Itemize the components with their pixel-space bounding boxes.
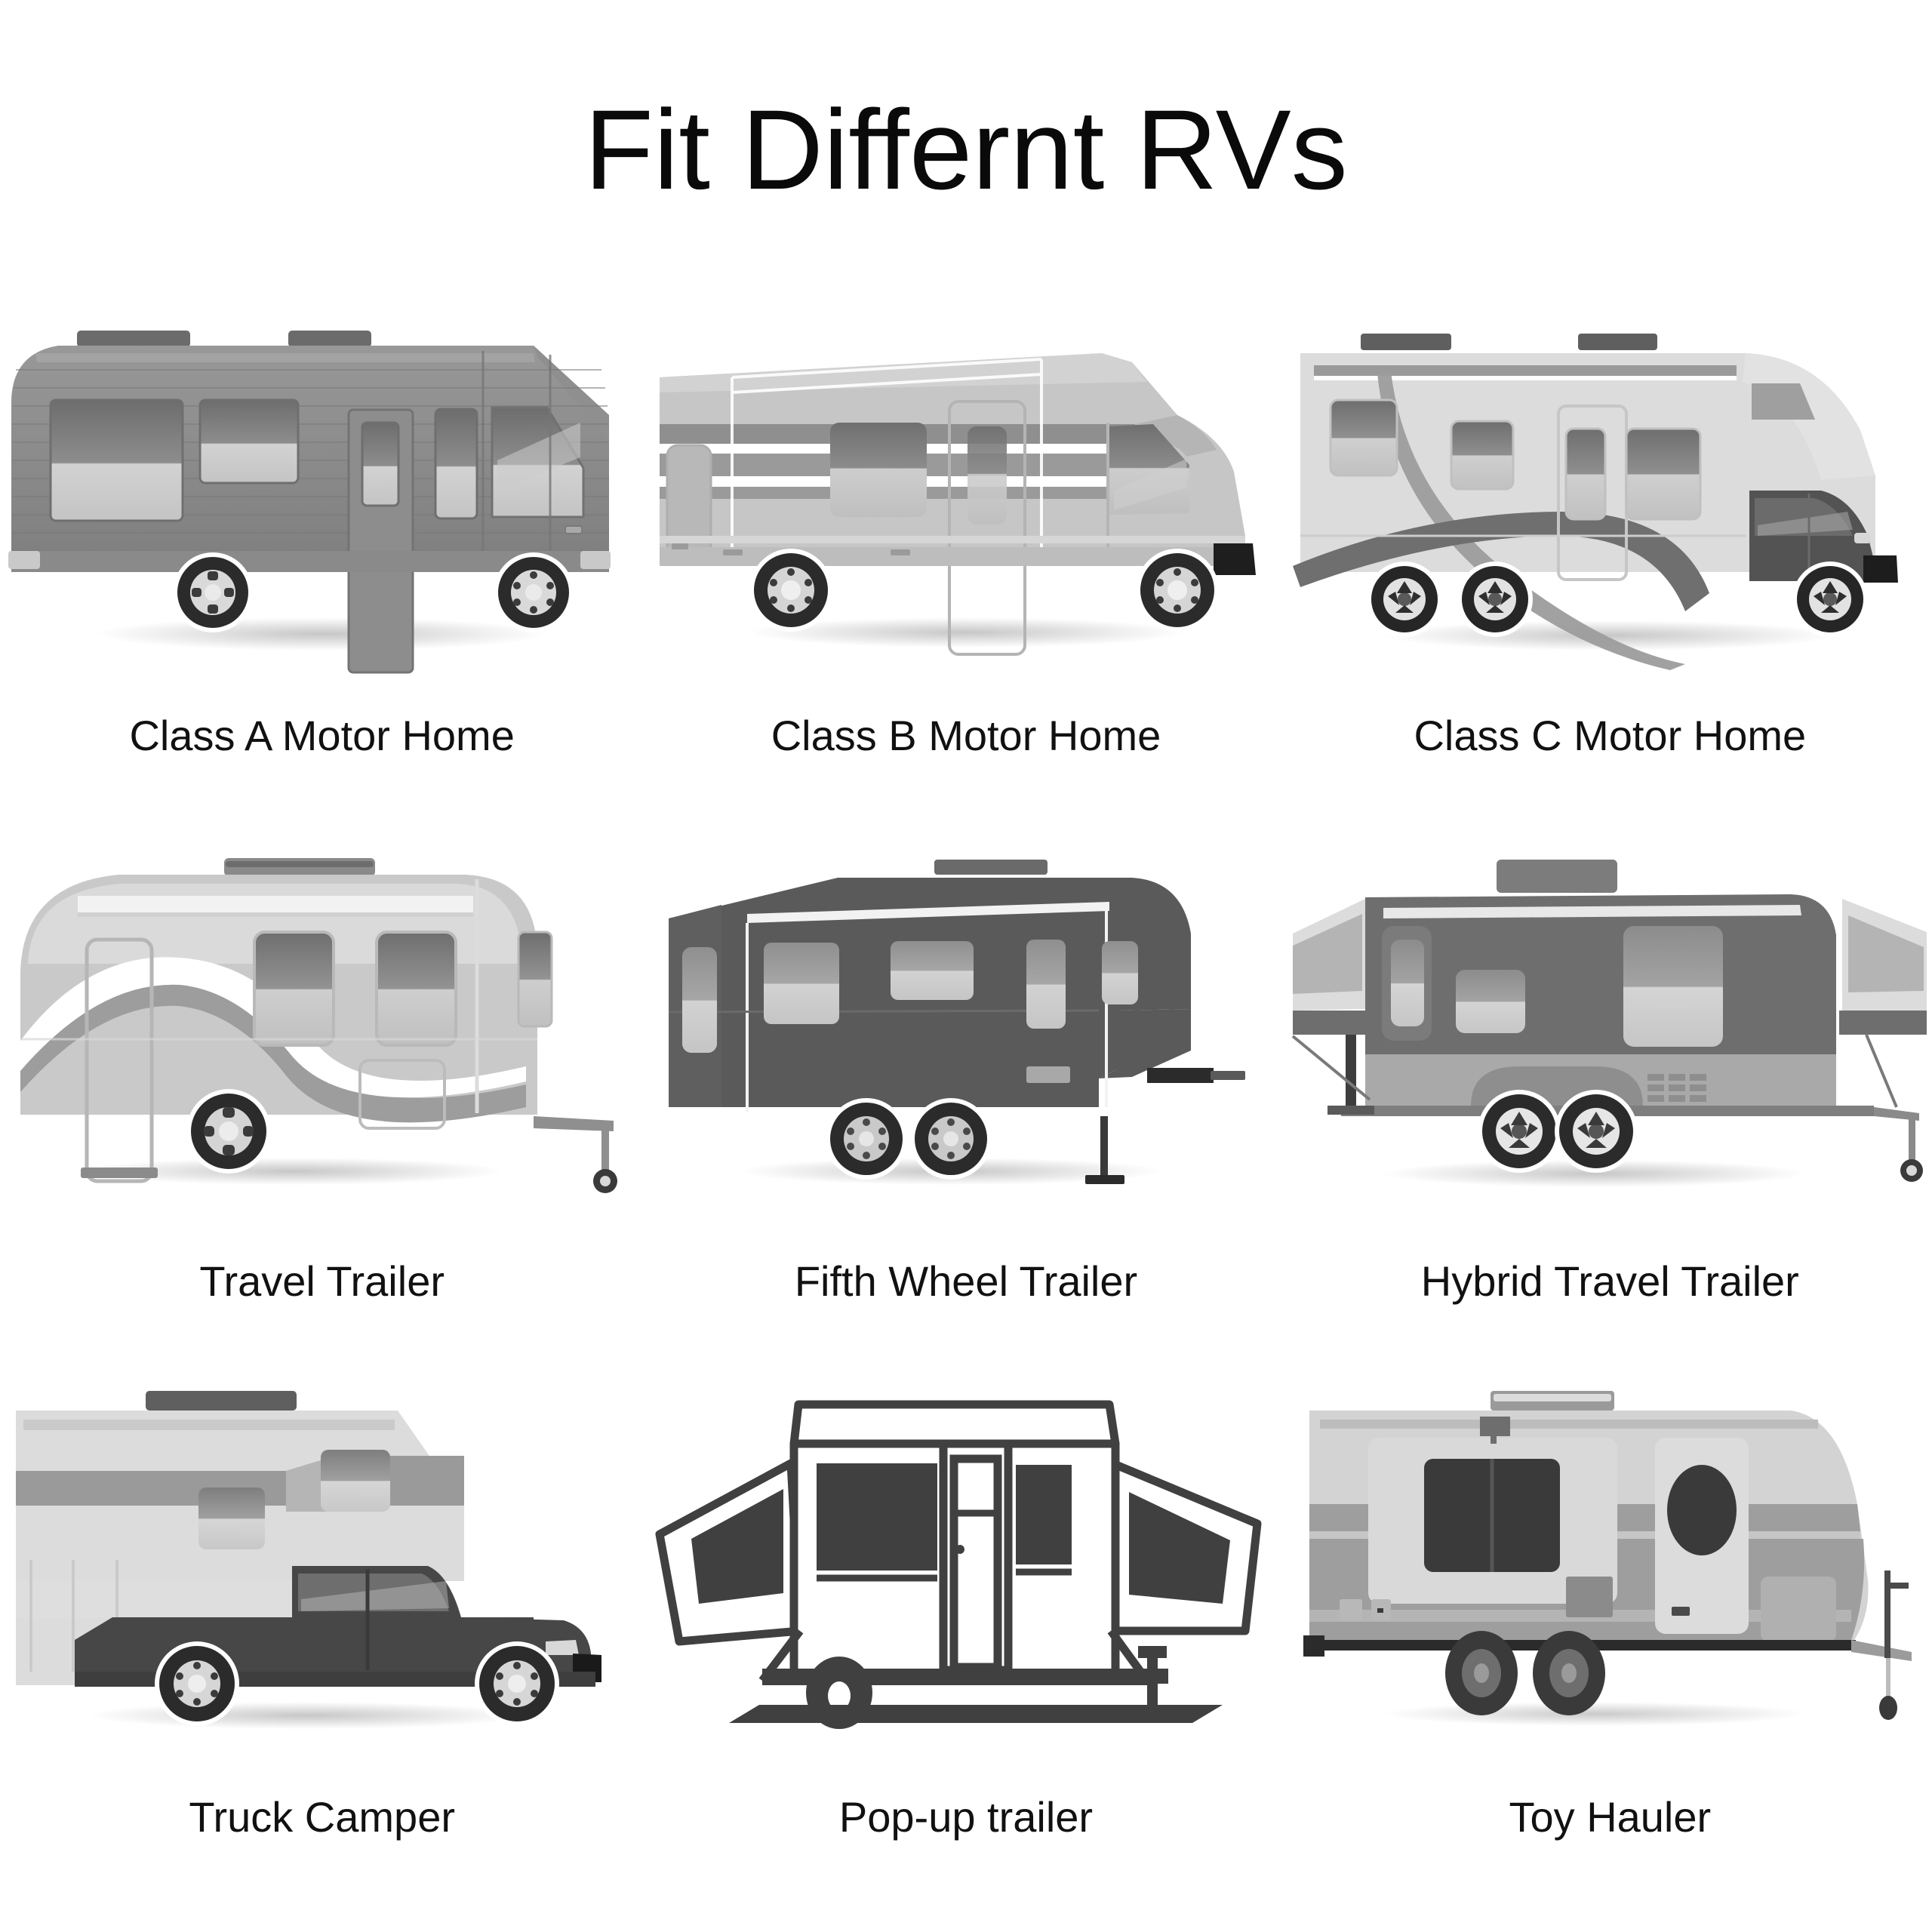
rv-class-a-illustration bbox=[5, 309, 639, 674]
rv-class-c-illustration bbox=[1293, 309, 1927, 672]
rv-popup-trailer-icon bbox=[655, 1400, 1262, 1730]
rv-travel-trailer-illustration bbox=[5, 851, 639, 1213]
wheel bbox=[749, 549, 832, 632]
rv-card-label: Pop-up trailer bbox=[838, 1793, 1094, 1841]
rv-card-truck-camper[interactable]: Truck Camper bbox=[0, 1391, 644, 1932]
rv-travel-trailer-icon bbox=[20, 857, 617, 1193]
page-title: Fit Differnt RVs bbox=[584, 86, 1348, 213]
wheel bbox=[909, 1097, 992, 1180]
wheel bbox=[825, 1097, 907, 1180]
rv-card-fifth-wheel-trailer[interactable]: Fifth Wheel Trailer bbox=[644, 851, 1287, 1392]
rv-card-travel-trailer[interactable]: Travel Trailer bbox=[0, 851, 644, 1392]
rv-card-hybrid-travel-trailer[interactable]: Hybrid Travel Trailer bbox=[1288, 851, 1932, 1392]
rv-card-pop-up-trailer[interactable]: Pop-up trailer bbox=[644, 1391, 1287, 1932]
rv-fifth-wheel-icon bbox=[668, 859, 1245, 1185]
wheel bbox=[493, 552, 574, 632]
rv-toy-hauler-illustration bbox=[1293, 1391, 1927, 1753]
rv-truck-camper-illustration bbox=[5, 1391, 639, 1753]
rv-toy-hauler-icon bbox=[1303, 1391, 1912, 1727]
rv-class-b-icon bbox=[659, 353, 1256, 656]
rv-popup-trailer-illustration bbox=[649, 1391, 1283, 1753]
rv-card-label: Truck Camper bbox=[189, 1793, 455, 1841]
wheel bbox=[474, 1641, 559, 1727]
rv-class-a-icon bbox=[8, 331, 611, 674]
rv-card-class-a-motor-home[interactable]: Class A Motor Home bbox=[0, 309, 644, 851]
rv-truck-camper-icon bbox=[15, 1391, 601, 1730]
wheel bbox=[1367, 561, 1443, 637]
rv-type-grid: Class A Motor Home bbox=[0, 309, 1932, 1932]
rv-card-label: Class A Motor Home bbox=[129, 712, 515, 759]
wheel bbox=[1792, 561, 1869, 637]
rv-card-label: Class B Motor Home bbox=[771, 712, 1161, 759]
rv-card-label: Class C Motor Home bbox=[1414, 712, 1807, 759]
rv-card-label: Hybrid Travel Trailer bbox=[1420, 1257, 1799, 1305]
rv-class-c-icon bbox=[1293, 334, 1899, 670]
rv-fifth-wheel-illustration bbox=[649, 851, 1283, 1213]
wheel bbox=[186, 1088, 271, 1174]
rv-hybrid-trailer-illustration bbox=[1292, 851, 1927, 1213]
rv-card-label: Fifth Wheel Trailer bbox=[794, 1257, 1138, 1305]
wheel bbox=[1457, 561, 1534, 637]
rv-class-b-illustration bbox=[649, 309, 1283, 672]
rv-card-toy-hauler[interactable]: Toy Hauler bbox=[1288, 1391, 1932, 1932]
wheel bbox=[154, 1641, 239, 1727]
rv-card-class-c-motor-home[interactable]: Class C Motor Home bbox=[1288, 309, 1932, 851]
wheel bbox=[1555, 1089, 1638, 1173]
wheel bbox=[1533, 1631, 1606, 1716]
wheel bbox=[1445, 1631, 1518, 1716]
rv-card-class-b-motor-home[interactable]: Class B Motor Home bbox=[644, 309, 1287, 851]
rv-card-label: Travel Trailer bbox=[199, 1257, 445, 1305]
wheel bbox=[1135, 549, 1219, 632]
wheel bbox=[1478, 1089, 1561, 1173]
rv-card-label: Toy Hauler bbox=[1509, 1793, 1712, 1841]
wheel bbox=[172, 552, 253, 632]
rv-hybrid-trailer-icon bbox=[1292, 859, 1927, 1187]
